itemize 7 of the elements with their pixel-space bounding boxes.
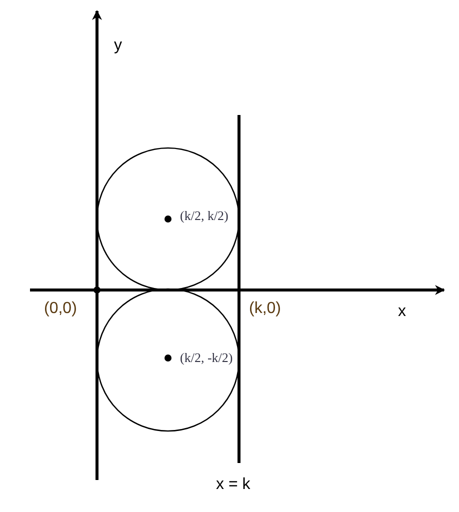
point-label: (k,0): [249, 299, 281, 319]
line-label: x = k: [216, 475, 250, 495]
point-label: (0,0): [44, 299, 77, 319]
axis-label: y: [114, 36, 122, 56]
center-label: (k/2, -k/2): [180, 350, 233, 366]
axis-label: x: [398, 302, 406, 322]
center-label: (k/2, k/2): [180, 208, 228, 224]
